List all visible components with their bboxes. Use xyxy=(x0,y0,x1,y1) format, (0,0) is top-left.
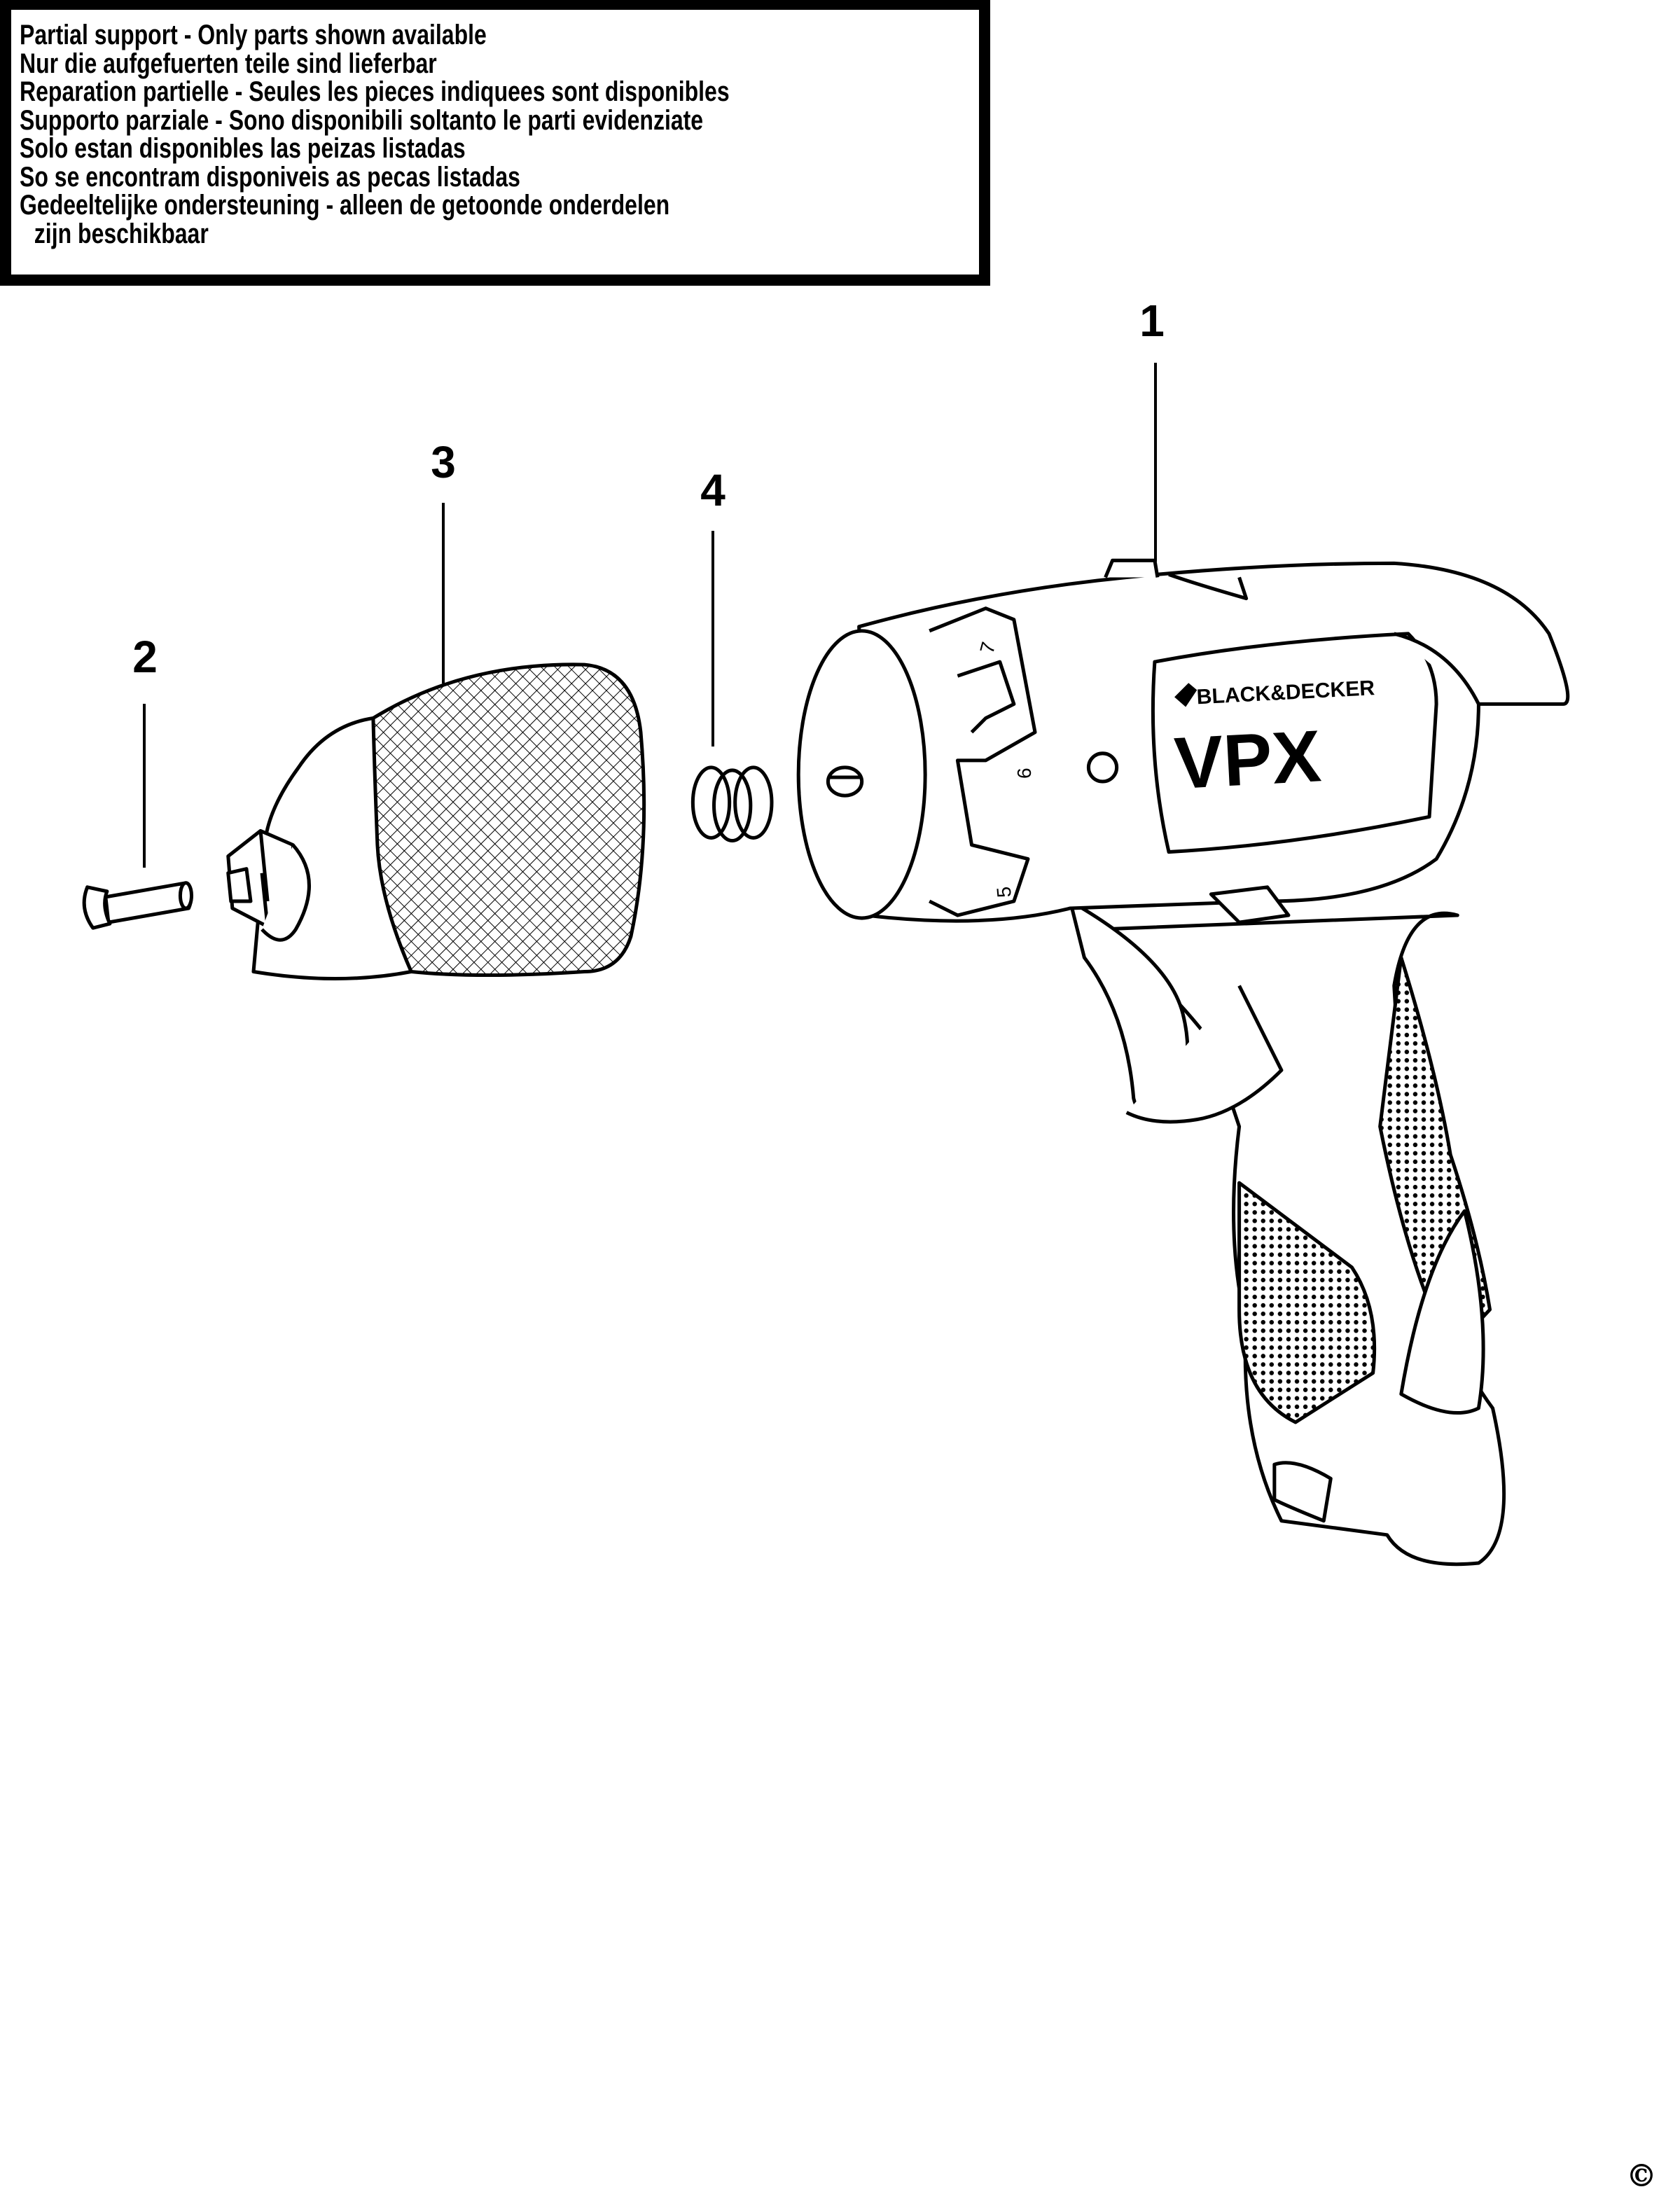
copyright-symbol: © xyxy=(1626,2158,1657,2194)
leader-line-2 xyxy=(143,704,146,868)
callout-4: 4 xyxy=(700,465,726,515)
part-1-drill-body: 7 6 5 BLACK&DECKER VPX xyxy=(796,558,1570,1567)
notice-line-en: Partial support - Only parts shown avail… xyxy=(20,20,487,50)
notice-line-fr: Reparation partielle - Seules les pieces… xyxy=(20,76,730,107)
callout-3: 3 xyxy=(431,437,456,487)
notice-line-es: Solo estan disponibles las peizas listad… xyxy=(20,133,466,164)
leader-line-3 xyxy=(442,503,445,683)
callout-1: 1 xyxy=(1139,296,1165,346)
model-name: VPX xyxy=(1172,715,1323,805)
dial-number-5: 5 xyxy=(993,886,1015,898)
part-2-pin xyxy=(82,881,194,930)
notice-line-de: Nur die aufgefuerten teile sind lieferba… xyxy=(20,48,437,79)
notice-line-pt: So se encontram disponiveis as pecas lis… xyxy=(20,161,520,193)
part-3-chuck xyxy=(226,662,646,981)
leader-line-4 xyxy=(711,531,714,747)
partial-support-notice: Partial support - Only parts shown avail… xyxy=(0,0,990,286)
notice-line-nl-cont: zijn beschikbaar xyxy=(34,218,209,249)
leader-line-1 xyxy=(1154,363,1157,562)
notice-line-nl: Gedeeltelijke ondersteuning - alleen de … xyxy=(20,190,670,221)
callout-2: 2 xyxy=(132,632,158,682)
part-4-spring xyxy=(690,765,774,842)
dial-number-6: 6 xyxy=(1013,768,1035,779)
dial-number-7: 7 xyxy=(976,639,1000,655)
notice-line-it: Supporto parziale - Sono disponibili sol… xyxy=(20,104,704,136)
